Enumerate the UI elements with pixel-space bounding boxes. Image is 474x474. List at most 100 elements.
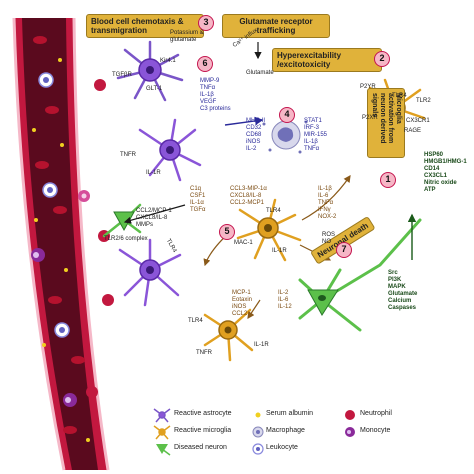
- label-tgfbr: TGFβR: [112, 72, 132, 78]
- leukocyte-marker: IL-2: [246, 146, 257, 152]
- box6-item: C3 proteins: [200, 106, 231, 112]
- pathway-item: Glutamate: [388, 291, 418, 297]
- legend-albumin-icon: [255, 412, 261, 418]
- label-potassium: Potassium &: [170, 30, 204, 36]
- legend-monocyte-icon: [345, 427, 355, 437]
- header-glutamate-trafficking: Glutamate receptor trafficking: [222, 14, 330, 38]
- step-badge-7: 7: [336, 242, 352, 258]
- step-badge-2: 2: [374, 51, 390, 67]
- bottom-factor: Eotaxin: [232, 297, 253, 303]
- pathway-item: Src: [388, 270, 398, 276]
- astro-factor: TGFα: [190, 207, 206, 213]
- label-tlr-complex: TLR2/6 complex: [104, 236, 148, 242]
- label-p2xr: P2XR: [362, 115, 378, 121]
- legend-leukocyte: Leukocyte: [266, 444, 298, 451]
- neuron-signal: Nitric oxide: [424, 180, 457, 186]
- extravasated-neutrophils: [78, 79, 114, 398]
- legend-macrophage: Macrophage: [266, 427, 305, 434]
- astro-factor: CCL2-MCP1: [230, 200, 265, 206]
- label-rage: RAGE: [404, 128, 422, 134]
- microglia-tlr-complex: [118, 238, 182, 307]
- bottom-col1: MCP-1 Eotaxin iNOS CCL2: [232, 290, 252, 318]
- bottom-col2: IL-2 IL-6 IL-12: [278, 290, 292, 311]
- chemokine-list: CCL2/MCP-1 CXCL8/IL-8 MMPs: [136, 208, 172, 229]
- neuron-signal-list: HSP60 HMGB1/HMG-1 CD14 CX3CL1 Nitric oxi…: [424, 152, 467, 194]
- pathway-item: PI3K: [388, 277, 402, 283]
- box6-item: VEGF: [200, 99, 217, 105]
- neuron-signal: CX3CL1: [424, 173, 448, 179]
- step-badge-3: 3: [198, 15, 214, 31]
- leukocyte-marker: CD68: [246, 132, 262, 138]
- leukocyte-marker: iNOS: [246, 139, 261, 145]
- arrows: [123, 42, 417, 319]
- step-badge-6: 6: [197, 56, 213, 72]
- leukocyte-marker: MIR-155: [304, 132, 328, 138]
- astrocyte-middle: [236, 198, 302, 262]
- chemokine: CCL2/MCP-1: [136, 208, 172, 214]
- label-il1r-mid: IL-1R: [272, 248, 287, 254]
- legend-icons: [153, 408, 355, 456]
- chemokine: MMPs: [136, 222, 153, 228]
- bottom-factor: IL-2: [278, 290, 289, 296]
- diseased-neuron: [298, 218, 422, 332]
- label-tlr2: TLR2: [416, 98, 431, 104]
- blood-vessel: [12, 17, 110, 471]
- ros-no-list: ROS NO: [322, 232, 335, 246]
- leukocyte-marker: CD32: [246, 125, 262, 131]
- astro-factor: IL-1α: [190, 200, 204, 206]
- legend-macrophage-icon: [252, 426, 264, 438]
- leukocyte-marker: TNFα: [304, 146, 320, 152]
- astrocyte-top: [116, 40, 184, 102]
- label-tlr4-mid: TLR4: [266, 208, 281, 214]
- bottom-factor: IL-6: [278, 297, 289, 303]
- ros-no: ROS: [322, 232, 336, 238]
- label-glutamate-mid: Glutamate: [246, 70, 274, 76]
- neuron-signal: HMGB1/HMG-1: [424, 159, 467, 165]
- step-badge-1: 1: [380, 172, 396, 188]
- step-badge-4: 4: [279, 107, 295, 123]
- cytokine: TNFα: [318, 200, 334, 206]
- header-hyperexcitability: Hyperexcitability /excitotoxicity: [272, 48, 382, 72]
- header-chemotaxis: Blood cell chemotaxis & transmigration: [86, 14, 204, 38]
- leukocyte-center: [262, 120, 308, 154]
- legend-neutrophil: Neutrophil: [360, 410, 392, 417]
- legend-albumin: Serum albumin: [266, 410, 314, 417]
- label-mac1: MAC-1: [234, 240, 253, 246]
- neuron-pathway-list: Src PI3K MAPK Glutamate Calcium Caspases: [388, 270, 417, 312]
- label-tnfr-left: TNFR: [120, 152, 136, 158]
- label-kir41: Kir4.1: [160, 58, 176, 64]
- cytokine: IFNγ: [318, 207, 331, 213]
- cytokine: IL-6: [318, 193, 329, 199]
- pathway-item: MAPK: [388, 284, 406, 290]
- chemokine: CXCL8/IL-8: [136, 215, 168, 221]
- bottom-factor: IL-12: [278, 304, 292, 310]
- bottom-factor: CCL2: [232, 311, 248, 317]
- cytokine: NOX-2: [318, 214, 337, 220]
- astro-factor: CCL3-MIP-1α: [230, 186, 267, 192]
- cytokine: IL-1β: [318, 186, 332, 192]
- step-badge-5: 5: [219, 224, 235, 240]
- label-glt1: GLT-1: [146, 86, 163, 92]
- box6-list: MMP-9 TNFα IL-1β VEGF C3 proteins: [200, 78, 231, 113]
- legend-astrocyte: Reactive astrocyte: [174, 410, 232, 417]
- label-p2yr: P2YR: [360, 84, 376, 90]
- label-il1r-bottom: IL-1R: [254, 342, 269, 348]
- neuron-signal: HSP60: [424, 152, 444, 158]
- legend-microglia: Reactive microglia: [174, 427, 232, 434]
- label-tlr4-bottom: TLR4: [188, 318, 203, 324]
- legend-leukocyte-icon: [252, 443, 264, 455]
- label-il1r-left: IL-1R: [146, 170, 161, 176]
- box6-item: IL-1β: [200, 92, 214, 98]
- leukocyte-marker: STAT1: [304, 118, 322, 124]
- bottom-factor: MCP-1: [232, 290, 251, 296]
- astro-mid-col2: CCL3-MIP-1α CXCL8/IL-8 CCL2-MCP1: [230, 186, 267, 207]
- cytokine-list: IL-1β IL-6 TNFα IFNγ NOX-2: [318, 186, 336, 221]
- pathway-item: Caspases: [388, 305, 417, 311]
- legend-microglia-icon: [153, 425, 171, 440]
- bottom-factor: iNOS: [232, 304, 247, 310]
- legend-monocyte: Monocyte: [360, 427, 391, 434]
- leukocyte-list-left: MHC-II CD32 CD68 iNOS IL-2: [246, 118, 265, 153]
- neuron-signal: CD14: [424, 166, 440, 172]
- legend-astrocyte-icon: [153, 408, 171, 423]
